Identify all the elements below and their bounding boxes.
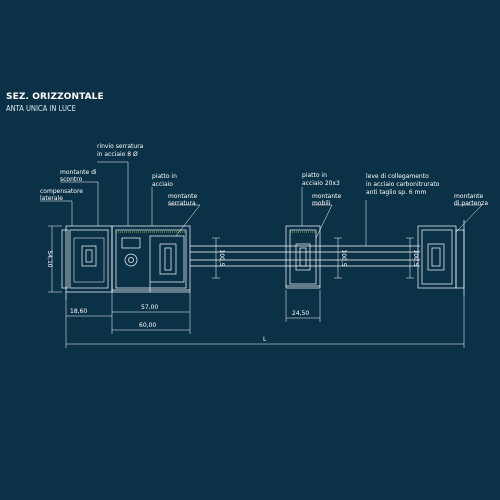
dim-18-60: 18,60 bbox=[70, 308, 87, 315]
dimension-lines bbox=[48, 225, 465, 348]
dim-height-left: 54,10 bbox=[46, 250, 53, 267]
label-leve-1: leve di collegamento bbox=[366, 173, 429, 180]
dim-24-50: 24,50 bbox=[292, 310, 309, 317]
label-compensatore-2: laterale bbox=[40, 195, 63, 202]
section-subtitle: ANTA UNICA IN LUCE bbox=[6, 104, 76, 113]
label-montante-serratura-1: montante bbox=[168, 193, 198, 200]
label-compensatore-1: compensatore bbox=[40, 188, 83, 195]
label-rinvio-serratura-1: rinvio serratura bbox=[97, 143, 144, 150]
label-rinvio-serratura-2: in acciaio 8 Ø bbox=[97, 151, 138, 158]
right-stile-profile bbox=[417, 220, 465, 296]
lock-stile-profile bbox=[111, 225, 191, 293]
label-piatto-acciaio-left-2: acciaio bbox=[152, 181, 173, 188]
left-frame-profile bbox=[61, 225, 113, 300]
dim-57-00: 57,00 bbox=[141, 304, 158, 311]
dim-vert-b: 100,5 bbox=[340, 249, 347, 266]
label-montante-partenza-1: montante bbox=[454, 193, 484, 200]
dim-60-00: 60,00 bbox=[139, 322, 156, 329]
label-leve-3: anti taglio sp. 6 mm bbox=[366, 189, 426, 196]
dim-vert-c: 100,5 bbox=[412, 249, 419, 266]
label-piatto-acciaio-left-1: piatto in bbox=[152, 173, 177, 180]
dim-total-L: L bbox=[263, 336, 267, 343]
label-piatto-acciaio-mid-2: acciaio 20x3 bbox=[302, 180, 340, 187]
middle-stile-profile bbox=[285, 225, 321, 289]
label-montante-scontro-2: scontro bbox=[60, 176, 83, 183]
leader-lines bbox=[40, 161, 483, 246]
label-montante-scontro-1: montante di bbox=[60, 169, 97, 176]
dim-vert-a: 100,5 bbox=[218, 249, 225, 266]
label-montante-mobili-1: montante bbox=[312, 193, 342, 200]
section-title: SEZ. ORIZZONTALE bbox=[6, 92, 104, 102]
label-piatto-acciaio-mid-1: piatto in bbox=[302, 172, 327, 179]
label-montante-mobili-2: mobili bbox=[312, 200, 331, 207]
label-leve-2: in acciaio carbonitrurato bbox=[366, 181, 440, 188]
label-montante-serratura-2: serratura bbox=[168, 200, 196, 207]
label-montante-partenza-2: di partenza bbox=[454, 200, 488, 207]
